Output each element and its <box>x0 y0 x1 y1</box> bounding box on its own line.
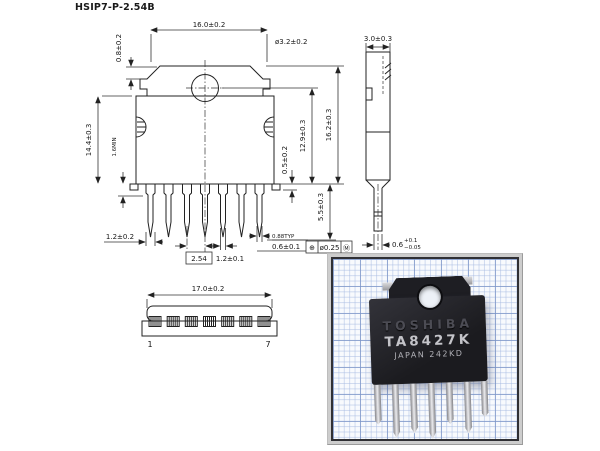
front-view-dimensions <box>95 27 353 265</box>
chip-pin <box>427 383 436 439</box>
dim-lead-width: 0.6±0.1 <box>272 243 300 251</box>
graph-paper: TOSHIBA TA8427K JAPAN 242KD <box>331 257 519 441</box>
dim-pitch: 2.54 <box>191 255 207 263</box>
dim-flange-step: 0.8±0.2 <box>115 34 123 62</box>
chip-pin <box>409 383 418 433</box>
tolerance-symbol: ⊕ <box>309 244 315 252</box>
bottom-dim-width: 17.0±0.2 <box>192 285 225 293</box>
side-dim-lead-minus: −0.05 <box>404 245 421 251</box>
side-view-hidden-lines <box>377 56 384 250</box>
chip-markings: TOSHIBA TA8427K JAPAN 242KD <box>370 315 487 361</box>
chip-pins <box>372 381 490 441</box>
dim-lead-root: 1.6MIN <box>112 137 118 156</box>
chip-pin <box>391 384 400 438</box>
pin-label-1: 1 <box>147 340 152 349</box>
dim-standoff: 0.5±0.2 <box>281 146 289 174</box>
bottom-view-outline <box>141 305 278 337</box>
side-dim-lead: 0.6 <box>392 241 404 249</box>
chip: TOSHIBA TA8427K JAPAN 242KD <box>368 273 490 441</box>
chip-pin <box>463 382 472 434</box>
side-view-outline <box>365 51 392 232</box>
side-dim-width: 3.0±0.3 <box>364 35 392 43</box>
dim-lead-thickness: 0.88TYP <box>272 234 295 240</box>
chip-pin <box>480 381 488 417</box>
dim-top-width: 16.0±0.2 <box>193 21 226 29</box>
side-view-dimensions <box>362 43 391 250</box>
package-name: HSIP7-P-2.54B <box>75 2 155 13</box>
chip-pin <box>445 382 453 424</box>
front-view-centerlines <box>186 60 224 253</box>
bottom-view-dimensions <box>146 292 273 308</box>
dim-overall-height: 16.2±0.3 <box>325 109 333 142</box>
component-photo: TOSHIBA TA8427K JAPAN 242KD <box>327 253 523 445</box>
dim-hole-to-base: 12.9±0.3 <box>299 120 307 153</box>
dim-pitch-tol: 1.2±0.1 <box>216 255 244 263</box>
dim-hole: ø3.2±0.2 <box>275 38 307 46</box>
dim-body-height: 14.4±0.3 <box>85 124 93 157</box>
dim-lead-length: 5.5±0.3 <box>317 193 325 221</box>
chip-pin <box>373 385 381 425</box>
side-dim-lead-plus: +0.1 <box>404 238 417 244</box>
tolerance-modifier: Ⓜ <box>343 245 350 253</box>
dim-lead1-width: 1.2±0.2 <box>106 233 134 241</box>
part-number-marking: TA8427K <box>384 330 473 351</box>
tolerance-value: ø0.25 <box>320 244 340 252</box>
pin-label-7: 7 <box>265 340 270 349</box>
